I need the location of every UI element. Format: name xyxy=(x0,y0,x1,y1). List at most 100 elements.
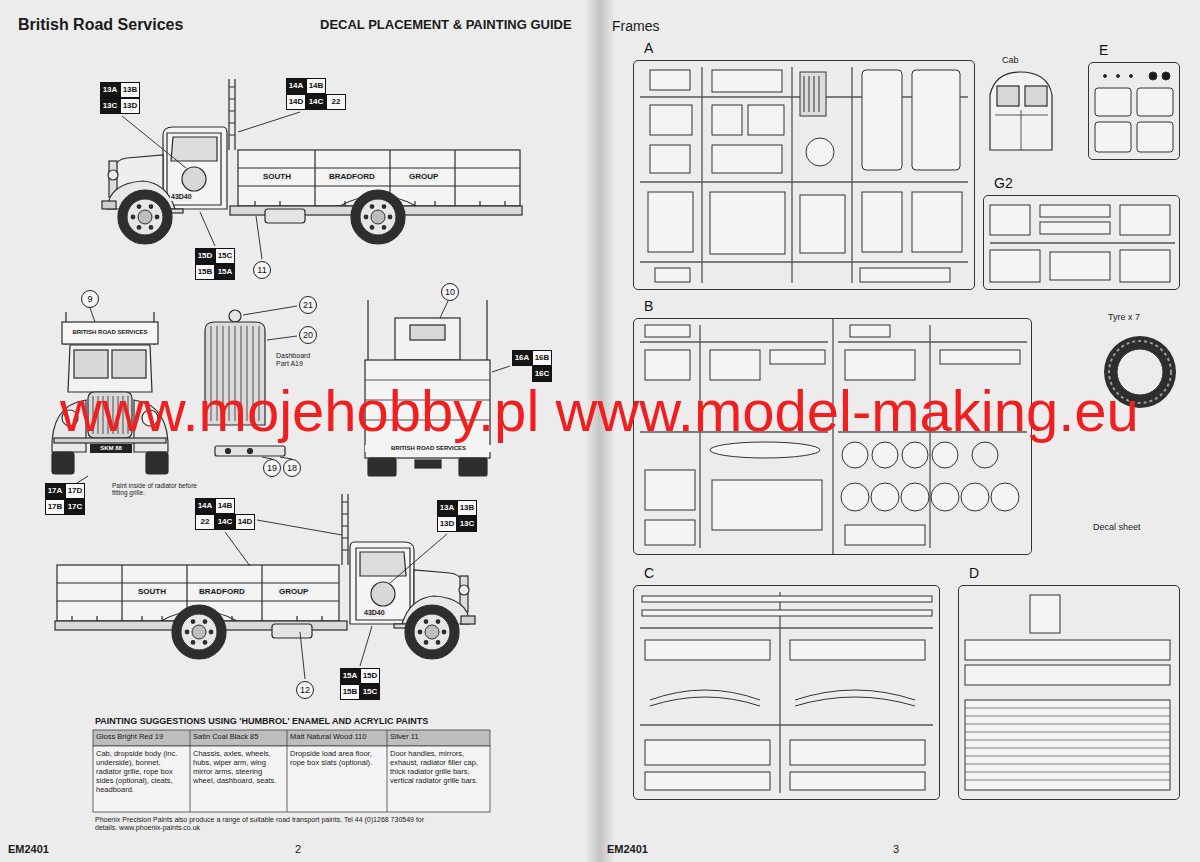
watermark: www.mojehobby.pl www.model-making.eu xyxy=(60,382,1139,440)
decal-number: 14C xyxy=(215,514,235,530)
decal-number: 15B xyxy=(343,687,358,696)
callout-number: 12 xyxy=(300,685,310,695)
table-cell: Dropside load area floor, rope box slats… xyxy=(290,749,384,767)
decal-number: 15C xyxy=(363,687,378,696)
decal-number: 13D xyxy=(440,519,455,528)
frame-letter: B xyxy=(644,298,653,314)
sprue-frame: D xyxy=(958,585,1180,800)
decal-number: 14D xyxy=(289,97,304,106)
decal-number: 14D xyxy=(238,517,253,526)
fleet-lettering: GROUP xyxy=(408,172,439,181)
table-cell: Cab, dropside body (inc. underside), bon… xyxy=(96,749,187,794)
decal-number: 16A xyxy=(515,353,530,362)
table-header: Silver 11 xyxy=(390,733,487,742)
frame-letter: C xyxy=(644,565,654,581)
fleet-lettering: BRADFORD xyxy=(198,587,246,596)
callout-number: 20 xyxy=(303,330,313,340)
part-caption: Cab xyxy=(1002,55,1019,65)
catalogue-code: EM2401 xyxy=(607,843,648,856)
callout-number: 19 xyxy=(263,459,281,477)
decal-number: 15A xyxy=(218,267,233,276)
decal-number: 13B xyxy=(457,500,477,516)
decal-number: 14D xyxy=(235,514,255,530)
frame-letter: A xyxy=(644,40,653,56)
decal-number: 13D xyxy=(437,516,457,532)
decal-number: 17B xyxy=(48,502,63,511)
painting-note: Paint inside of radiator before fitting … xyxy=(112,482,200,497)
decal-number: 16C xyxy=(532,366,552,382)
decal-number: 13D xyxy=(123,101,138,110)
decal-number: 15C xyxy=(360,684,380,700)
table-header: Matt Natural Wood 110 xyxy=(290,733,384,742)
callout-number: 12 xyxy=(296,681,314,699)
decal-number: 14B xyxy=(306,78,326,94)
decal-number: 14C xyxy=(309,97,324,106)
part-note: Dashboard Part A19 xyxy=(276,352,322,368)
decal-number: 13A xyxy=(103,85,118,94)
decal-number: 13A xyxy=(437,500,457,516)
decal-number: 16A xyxy=(512,350,532,366)
decal-number: 13B xyxy=(123,85,138,94)
decal-number: 15D xyxy=(198,251,213,260)
callout-number: 19 xyxy=(267,463,277,473)
decal-number: 13C xyxy=(460,519,475,528)
headboard-lettering: BRITISH ROAD SERVICES xyxy=(62,329,158,336)
decal-number: 15D xyxy=(363,671,378,680)
decal-number: 22 xyxy=(201,517,210,526)
decal-number: 14A xyxy=(198,501,213,510)
tailboard-lettering: BRITISH ROAD SERVICES xyxy=(365,445,492,452)
sprue-frame: E xyxy=(1088,62,1180,160)
callout-number: 11 xyxy=(253,261,271,279)
decal-number: 17A xyxy=(45,483,65,499)
decal-number: 15D xyxy=(195,248,215,264)
fleet-lettering: SOUTH xyxy=(137,587,167,596)
decal-number: 16B xyxy=(532,350,552,366)
fleet-number: 43D40 xyxy=(363,609,386,617)
callout-number: 18 xyxy=(283,459,301,477)
decal-number: 17A xyxy=(48,486,63,495)
table-title: PAINTING SUGGESTIONS USING 'HUMBROL' ENA… xyxy=(95,716,428,726)
decal-number: 17C xyxy=(68,502,83,511)
decal-number: 14A xyxy=(195,498,215,514)
decal-number: 22 xyxy=(195,514,215,530)
part-caption: Decal sheet xyxy=(1093,522,1141,532)
decal-number: 16B xyxy=(535,353,550,362)
decal-number: 13C xyxy=(103,101,118,110)
callout-number: 11 xyxy=(257,265,266,275)
decal-number: 15A xyxy=(340,668,360,684)
callout-number: 10 xyxy=(445,287,455,297)
decal-number: 13A xyxy=(440,503,455,512)
fleet-number: 43D40 xyxy=(170,193,193,201)
page-heading: DECAL PLACEMENT & PAINTING GUIDE xyxy=(320,18,572,33)
page-number: 2 xyxy=(295,843,301,856)
decal-number: 22 xyxy=(326,94,346,110)
callout-number: 20 xyxy=(299,326,317,344)
sprue-frame: A xyxy=(633,60,975,290)
decal-number: 14B xyxy=(309,81,324,90)
decal-number: 15D xyxy=(360,668,380,684)
fleet-lettering: BRADFORD xyxy=(328,172,376,181)
decal-number: 14A xyxy=(286,78,306,94)
decal-number: 14D xyxy=(286,94,306,110)
table-cell: Door handles, mirrors, exhaust, radiator… xyxy=(390,749,487,785)
decal-number: 15B xyxy=(198,267,213,276)
callout-number: 21 xyxy=(303,300,313,310)
decal-number: 17D xyxy=(65,483,85,499)
page-number: 3 xyxy=(893,843,899,856)
fleet-lettering: GROUP xyxy=(278,587,309,596)
table-header: Gloss Bright Red 19 xyxy=(96,733,187,742)
decal-number: 14C xyxy=(306,94,326,110)
decal-number: 14A xyxy=(289,81,304,90)
frame-letter: E xyxy=(1099,42,1108,58)
sprue-frame: C xyxy=(633,585,940,800)
callout-number: 9 xyxy=(81,290,99,308)
decal-number: 13B xyxy=(120,82,140,98)
callout-number: 10 xyxy=(441,283,459,301)
decal-number: 16C xyxy=(535,369,550,378)
decal-number: 15A xyxy=(215,264,235,280)
decal-number: 15B xyxy=(340,684,360,700)
decal-number: 14B xyxy=(218,501,233,510)
callout-number: 9 xyxy=(87,294,92,304)
section-heading: British Road Services xyxy=(18,16,183,34)
decal-number: 13A xyxy=(100,82,120,98)
